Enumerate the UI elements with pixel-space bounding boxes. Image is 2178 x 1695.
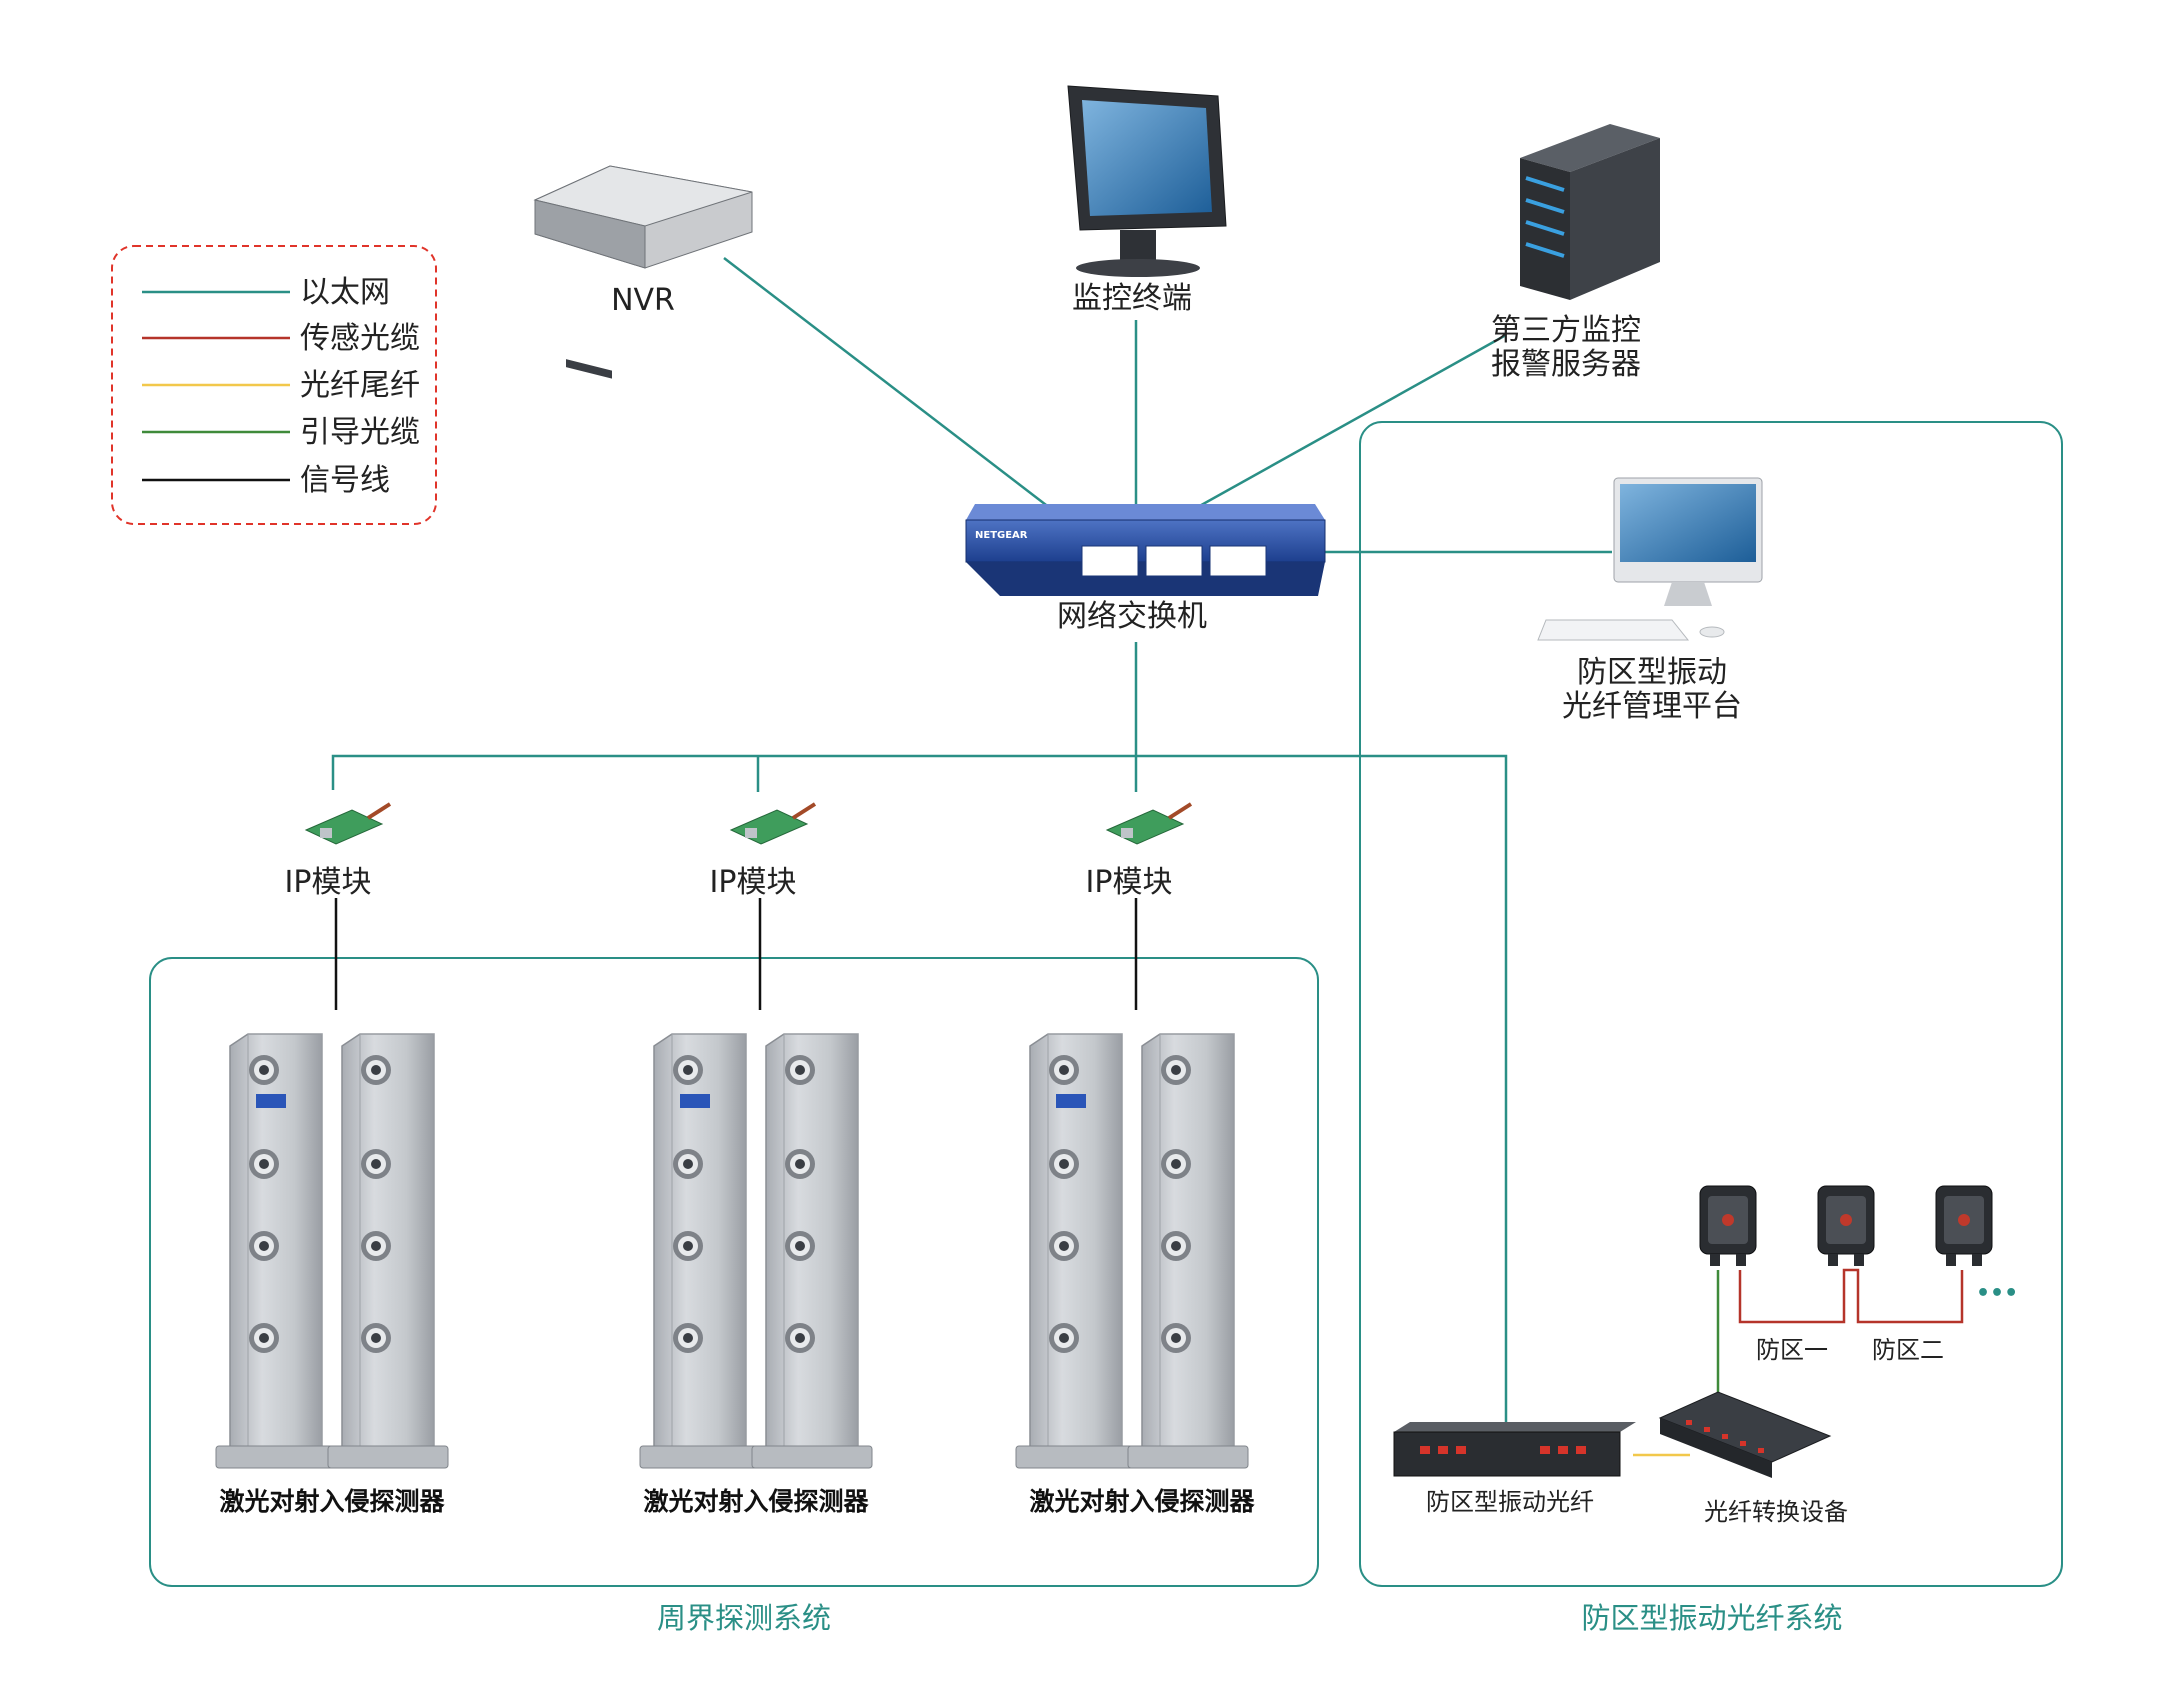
monitor-terminal-label: 监控终端	[1072, 281, 1192, 316]
third-party-server-label-line2: 报警服务器	[1491, 347, 1641, 382]
vibration-fiber-host-icon	[1393, 1422, 1636, 1477]
laser-detector-pair-icon	[215, 1033, 449, 1469]
fiber-converter-icon	[1658, 1391, 1832, 1478]
management-platform-icon	[1537, 477, 1763, 641]
legend-label-sensing-cable: 传感光缆	[300, 321, 420, 356]
perimeter-system-title: 周界探测系统	[657, 1601, 831, 1635]
detector-label-1: 激光对射入侵探测器	[219, 1487, 445, 1516]
ip-module-icon	[729, 802, 817, 845]
ip-module-label-2: IP模块	[710, 865, 797, 900]
vibration-fiber-host-label: 防区型振动光纤	[1426, 1488, 1594, 1516]
ethernet-lines	[331, 257, 1612, 1422]
platform-label-line2: 光纤管理平台	[1562, 689, 1742, 724]
third-party-server-label-line1: 第三方监控	[1491, 313, 1641, 348]
ip-module-label-3: IP模块	[1086, 865, 1173, 900]
laser-detector-pair-icon	[639, 1033, 873, 1469]
legend: 以太网 传感光缆 光纤尾纤 引导光缆 信号线	[142, 275, 420, 498]
junction-box-icon	[1699, 1185, 1757, 1266]
sensing-cable-line	[1738, 1268, 1964, 1324]
vibration-system-frame	[1359, 421, 2063, 1587]
vibration-system-title: 防区型振动光纤系统	[1581, 1601, 1842, 1635]
legend-label-guide-cable: 引导光缆	[300, 415, 420, 450]
legend-label-pigtail: 光纤尾纤	[300, 368, 420, 403]
junction-box-icon	[1935, 1185, 1993, 1266]
detector-label-3: 激光对射入侵探测器	[1029, 1487, 1255, 1516]
ip-module-label-1: IP模块	[285, 865, 372, 900]
fiber-converter-label: 光纤转换设备	[1704, 1498, 1848, 1526]
more-zones-ellipsis: •••	[1976, 1281, 2018, 1306]
legend-box	[111, 245, 437, 525]
perimeter-system-frame	[149, 957, 1319, 1587]
switch-brand-text: NETGEAR	[975, 530, 1028, 541]
legend-label-signal: 信号线	[300, 463, 390, 498]
laser-detector-pair-icon	[1015, 1033, 1249, 1469]
platform-label-line1: 防区型振动	[1577, 655, 1727, 690]
ip-module-icon	[1105, 802, 1193, 845]
server-icon	[1520, 124, 1660, 300]
ip-module-icon	[304, 802, 392, 845]
nvr-label: NVR	[611, 283, 675, 318]
nvr-device-icon	[533, 165, 753, 379]
network-switch-icon: NETGEAR	[965, 504, 1326, 596]
monitor-icon	[1067, 85, 1227, 277]
zone2-label: 防区二	[1872, 1336, 1944, 1364]
detector-label-2: 激光对射入侵探测器	[643, 1487, 869, 1516]
legend-label-ethernet: 以太网	[300, 275, 390, 310]
zone1-label: 防区一	[1756, 1336, 1828, 1364]
signal-lines	[334, 898, 1138, 1010]
junction-box-icon	[1817, 1185, 1875, 1266]
switch-label: 网络交换机	[1057, 599, 1207, 634]
